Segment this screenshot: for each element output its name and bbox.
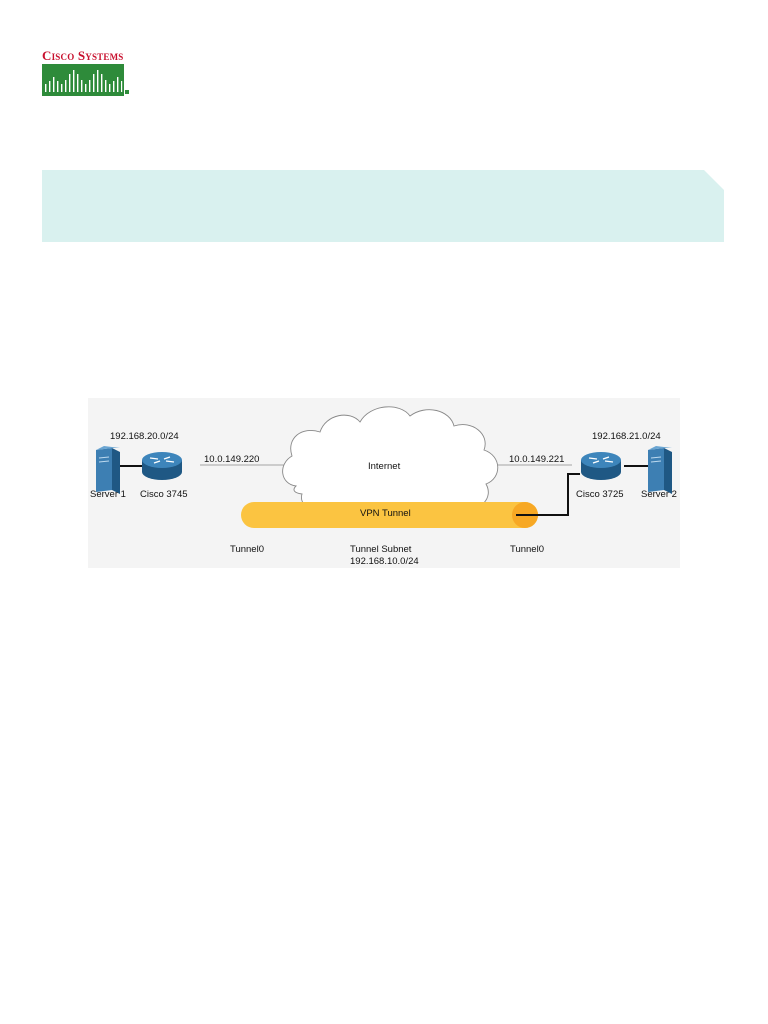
logo-bridge-icon <box>42 64 129 96</box>
network-diagram: 192.168.20.0/24 192.168.21.0/24 10.0.149… <box>88 398 680 568</box>
tunnel-tail-link <box>516 473 580 516</box>
vpn-tunnel-bar <box>241 502 538 528</box>
left-tunnel-if-label: Tunnel0 <box>230 544 264 555</box>
diagram-canvas <box>96 406 672 528</box>
tunnel-subnet-title: Tunnel Subnet <box>350 544 412 555</box>
server-2-icon <box>648 446 672 494</box>
vpn-tunnel-label: VPN Tunnel <box>360 508 411 519</box>
tunnel-subnet-value: 192.168.10.0/24 <box>350 556 419 567</box>
internet-label: Internet <box>368 461 401 472</box>
router-3725-icon <box>581 452 621 480</box>
cisco-logo: Cisco Systems <box>42 48 132 96</box>
router-3745-label: Cisco 3745 <box>140 489 188 500</box>
right-tunnel-if-label: Tunnel0 <box>510 544 544 555</box>
server-1-icon <box>96 446 120 494</box>
router-3725-label: Cisco 3725 <box>576 489 624 500</box>
server-2-label: Server 2 <box>641 489 677 500</box>
left-wan-ip-label: 10.0.149.220 <box>204 454 260 465</box>
header-banner <box>42 170 724 242</box>
left-network-label: 192.168.20.0/24 <box>110 431 179 442</box>
router-3745-icon <box>142 452 182 480</box>
logo-wordmark: Cisco Systems <box>42 48 124 63</box>
right-network-label: 192.168.21.0/24 <box>592 431 661 442</box>
server-1-label: Server 1 <box>90 489 126 500</box>
right-wan-ip-label: 10.0.149.221 <box>509 454 565 465</box>
